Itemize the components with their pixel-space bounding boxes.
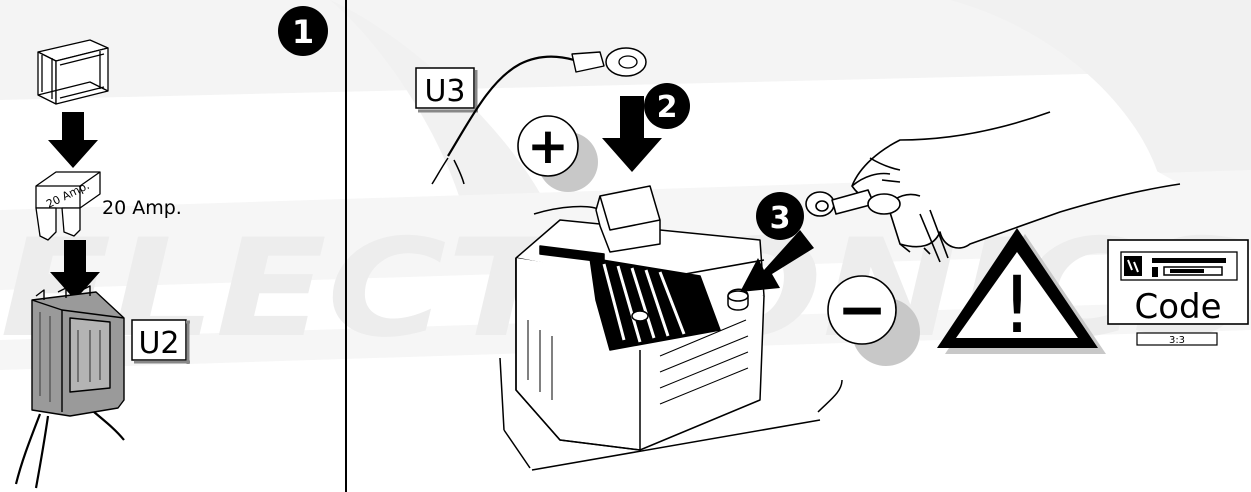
connector-label-box: U2 <box>132 320 190 364</box>
step-1-badge: 1 <box>278 6 328 56</box>
negative-symbol: − <box>837 275 887 345</box>
step-2-badge: 2 <box>644 83 690 129</box>
connector-label: U2 <box>138 326 179 361</box>
step-3-badge: 3 <box>756 192 804 240</box>
step-3-number: 3 <box>770 201 791 236</box>
cable-label: U3 <box>424 74 465 109</box>
fuse-amperage-label: 20 Amp. <box>102 197 182 219</box>
radio-code-label: Code <box>1134 287 1221 327</box>
step-2-number: 2 <box>657 90 678 125</box>
arrow-down-icon <box>48 112 98 168</box>
radio-code-value: 3:3 <box>1169 335 1185 346</box>
step-1-number: 1 <box>292 13 314 51</box>
warning-symbol: ! <box>1001 261 1032 351</box>
cable-label-box: U3 <box>416 68 478 112</box>
positive-symbol: + <box>527 117 569 175</box>
connector-icon <box>16 286 124 488</box>
